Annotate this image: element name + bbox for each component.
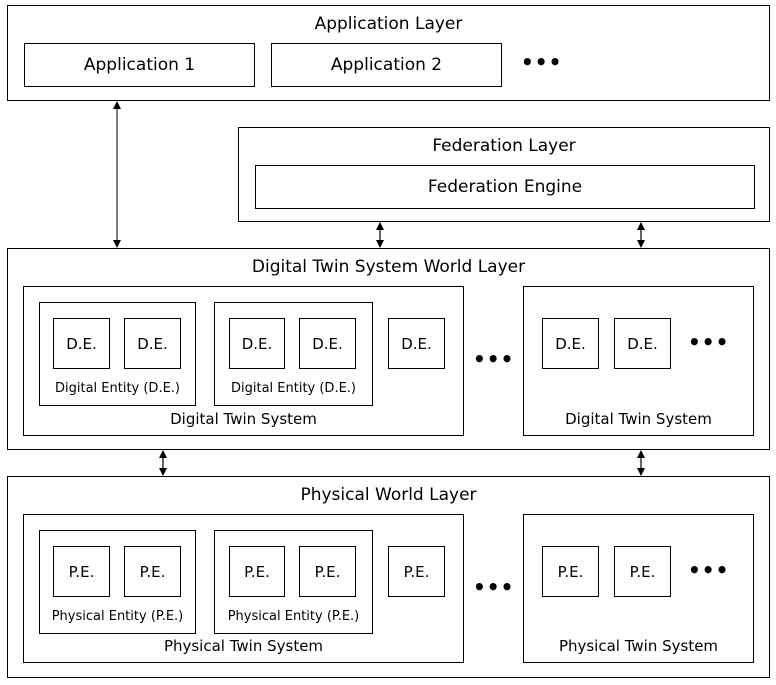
- application-1-label: Application 1: [83, 55, 196, 75]
- federation-engine-box: Federation Engine: [255, 165, 755, 209]
- digital-twin-system-label: Digital Twin System: [565, 410, 712, 428]
- physical-entity-label: Physical Entity (P.E.): [51, 609, 184, 624]
- application-layer-title: Application Layer: [314, 14, 463, 34]
- digital-entity-box: D.E.: [229, 318, 285, 369]
- physical-world-layer-title: Physical World Layer: [300, 485, 477, 505]
- physical-entity-label: Physical Entity (P.E.): [227, 609, 360, 624]
- physical-twin-system-label: Physical Twin System: [558, 637, 719, 655]
- physical-entity-abbrev: P.E.: [314, 562, 341, 581]
- physical-entity-abbrev: P.E.: [68, 562, 95, 581]
- digital-entity-box: D.E.: [388, 318, 445, 369]
- federation-layer-title: Federation Layer: [432, 136, 576, 156]
- digital-entity-abbrev: D.E.: [312, 334, 343, 353]
- physical-entity-abbrev: P.E.: [557, 562, 584, 581]
- digital-systems-ellipsis: •••: [473, 347, 515, 371]
- digital-entity-box: D.E.: [542, 318, 599, 369]
- digital-entity-label: Digital Entity (D.E.): [54, 381, 180, 396]
- digital-entity-label: Digital Entity (D.E.): [230, 381, 356, 396]
- physical-entity-box: P.E.: [614, 546, 671, 597]
- application-ellipsis: •••: [521, 50, 563, 74]
- physical-entity-abbrev: P.E.: [244, 562, 270, 581]
- digital-entities-ellipsis: •••: [688, 330, 730, 354]
- digital-entity-box: D.E.: [614, 318, 671, 369]
- digital-entity-box: D.E.: [299, 318, 356, 369]
- digital-entity-abbrev: D.E.: [241, 334, 273, 353]
- digital-entity-abbrev: D.E.: [137, 334, 168, 353]
- digital-entity-box: D.E.: [53, 318, 110, 369]
- digital-entity-abbrev: D.E.: [401, 334, 432, 353]
- physical-entity-box: P.E.: [229, 546, 285, 597]
- physical-systems-ellipsis: •••: [473, 575, 515, 599]
- digital-entity-box: D.E.: [124, 318, 181, 369]
- physical-entity-box: P.E.: [53, 546, 110, 597]
- physical-entity-box: P.E.: [542, 546, 599, 597]
- digital-twin-system-label: Digital Twin System: [170, 410, 317, 428]
- physical-entity-box: P.E.: [388, 546, 445, 597]
- physical-entities-ellipsis: •••: [688, 558, 730, 582]
- application-2-box: Application 2: [271, 43, 502, 87]
- physical-entity-abbrev: P.E.: [629, 562, 656, 581]
- application-2-label: Application 2: [330, 55, 443, 75]
- application-1-box: Application 1: [24, 43, 255, 87]
- digital-entity-abbrev: D.E.: [66, 334, 97, 353]
- federation-engine-label: Federation Engine: [427, 177, 583, 197]
- physical-entity-abbrev: P.E.: [403, 562, 430, 581]
- digital-entity-abbrev: D.E.: [627, 334, 658, 353]
- physical-entity-abbrev: P.E.: [139, 562, 166, 581]
- physical-entity-box: P.E.: [299, 546, 356, 597]
- digital-entity-abbrev: D.E.: [555, 334, 586, 353]
- physical-entity-box: P.E.: [124, 546, 181, 597]
- physical-twin-system-label: Physical Twin System: [163, 637, 324, 655]
- dt-world-layer-title: Digital Twin System World Layer: [251, 257, 526, 277]
